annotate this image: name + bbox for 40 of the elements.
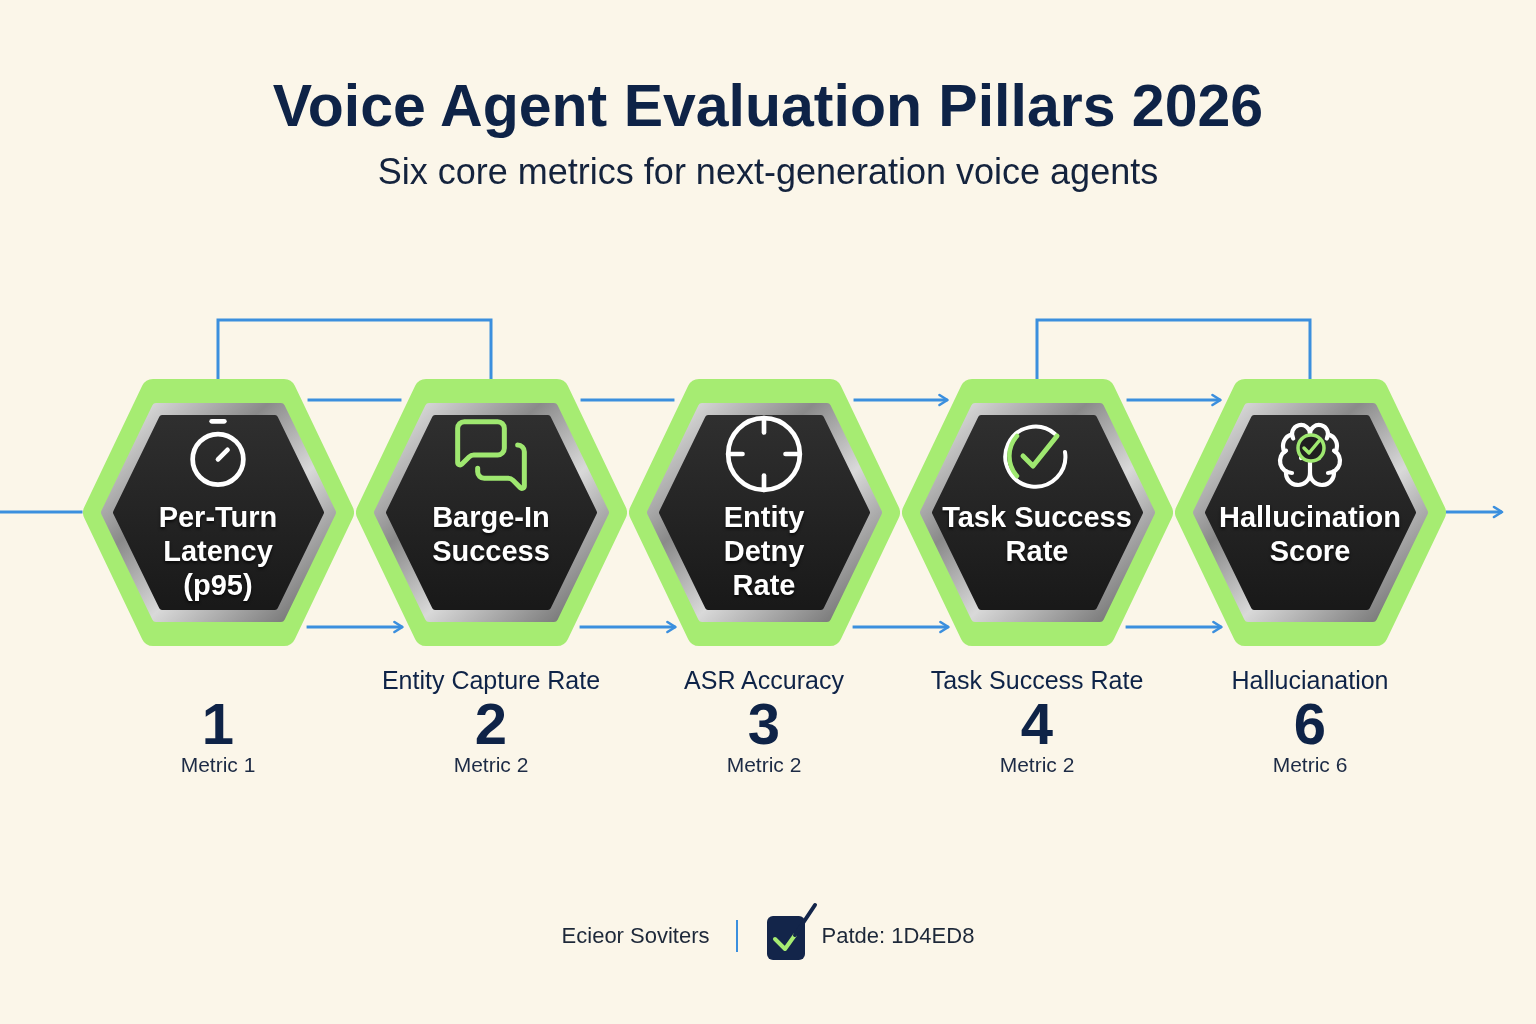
arrow — [1125, 620, 1223, 634]
metric-number: 6 — [1293, 698, 1327, 750]
hexagon-node — [628, 379, 900, 646]
pillar-name: Per-Turn Latency (p95) — [157, 500, 279, 602]
hexagon-node — [901, 379, 1173, 646]
connector-line — [216, 318, 493, 379]
hexagon-node — [82, 379, 354, 646]
footer-text: Ecieor Soviters — [561, 922, 710, 950]
metric-heading: Task Success Rate — [930, 665, 1144, 696]
metric-number: 4 — [1020, 698, 1054, 750]
metric-heading: Hallucianation — [1231, 665, 1389, 696]
connector-line — [1035, 318, 1312, 379]
arrow — [306, 620, 404, 634]
metric-caption: Metric 2 — [726, 752, 802, 778]
connector-line — [580, 398, 675, 402]
pillar-name: Task Success Rate — [941, 500, 1133, 568]
connector-line — [307, 398, 402, 402]
metric-number: 2 — [474, 698, 508, 750]
arrow — [1126, 393, 1222, 407]
metric-number: 1 — [201, 698, 235, 750]
metric-heading: Entity Capture Rate — [381, 665, 601, 696]
footer-text: Patde: 1D4ED8 — [821, 922, 975, 950]
metric-caption: Metric 2 — [453, 752, 529, 778]
arrow — [852, 620, 950, 634]
arrow — [1445, 505, 1504, 519]
connector-line — [0, 510, 83, 514]
metric-caption: Metric 6 — [1272, 752, 1348, 778]
subtitle: Six core metrics for next-generation voice agents — [377, 150, 1159, 194]
metric-caption: Metric 2 — [999, 752, 1075, 778]
metric-number: 3 — [747, 698, 781, 750]
pillar-name: Hallucination Score — [1217, 500, 1403, 568]
metric-heading: ASR Accuracy — [684, 665, 844, 696]
diagram-title: Voice Agent Evaluation Pillars 2026 — [272, 72, 1264, 141]
pillar-name: Barge-In Success — [431, 500, 551, 568]
hexagon-node — [355, 379, 627, 646]
arrow — [579, 620, 677, 634]
hexagon-node — [1174, 379, 1446, 646]
metric-caption: Metric 1 — [180, 752, 256, 778]
pillar-name: Entity Detny Rate — [722, 500, 806, 602]
arrow — [853, 393, 949, 407]
